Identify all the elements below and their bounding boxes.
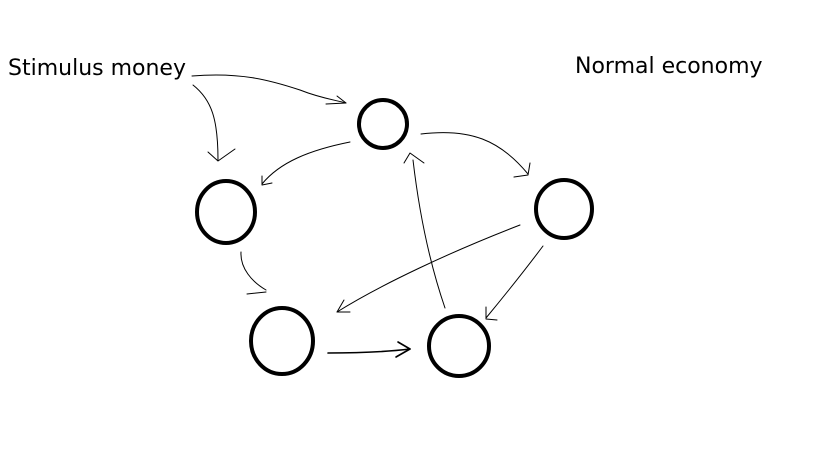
node-bottom-right (427, 314, 491, 378)
arrowhead-right-to-bottom-right (485, 306, 498, 321)
edge-top-to-right (420, 132, 529, 175)
edge-right-to-bottom-right (485, 245, 544, 319)
edge-bottom-right-to-top (412, 159, 446, 309)
arrowhead-top-to-left (261, 175, 273, 186)
arrowhead-bottom-right-to-top (403, 152, 425, 164)
edge-stimulus-to-top (191, 74, 347, 104)
edge-bottom-left-to-bottom-right (327, 348, 411, 354)
node-left (195, 179, 257, 245)
arrowhead-left-to-bottom-left (246, 291, 267, 295)
arrowhead-bottom-left-to-bottom-right (395, 341, 411, 358)
node-top (357, 98, 409, 150)
arrowhead-right-to-bottom-left (336, 299, 351, 313)
edge-left-to-bottom-left (240, 251, 267, 291)
arrowhead-stimulus-to-left (207, 148, 236, 162)
edge-top-to-left (261, 141, 351, 185)
arrowhead-top-to-right (513, 162, 531, 178)
node-right (534, 178, 594, 240)
node-bottom-left (249, 306, 315, 376)
stimulus-money-label: Stimulus money (8, 56, 186, 81)
edge-stimulus-to-left (192, 84, 219, 161)
normal-economy-label: Normal economy (575, 54, 763, 79)
edge-right-to-bottom-left (336, 224, 521, 313)
arrowhead-stimulus-to-top (325, 95, 347, 105)
